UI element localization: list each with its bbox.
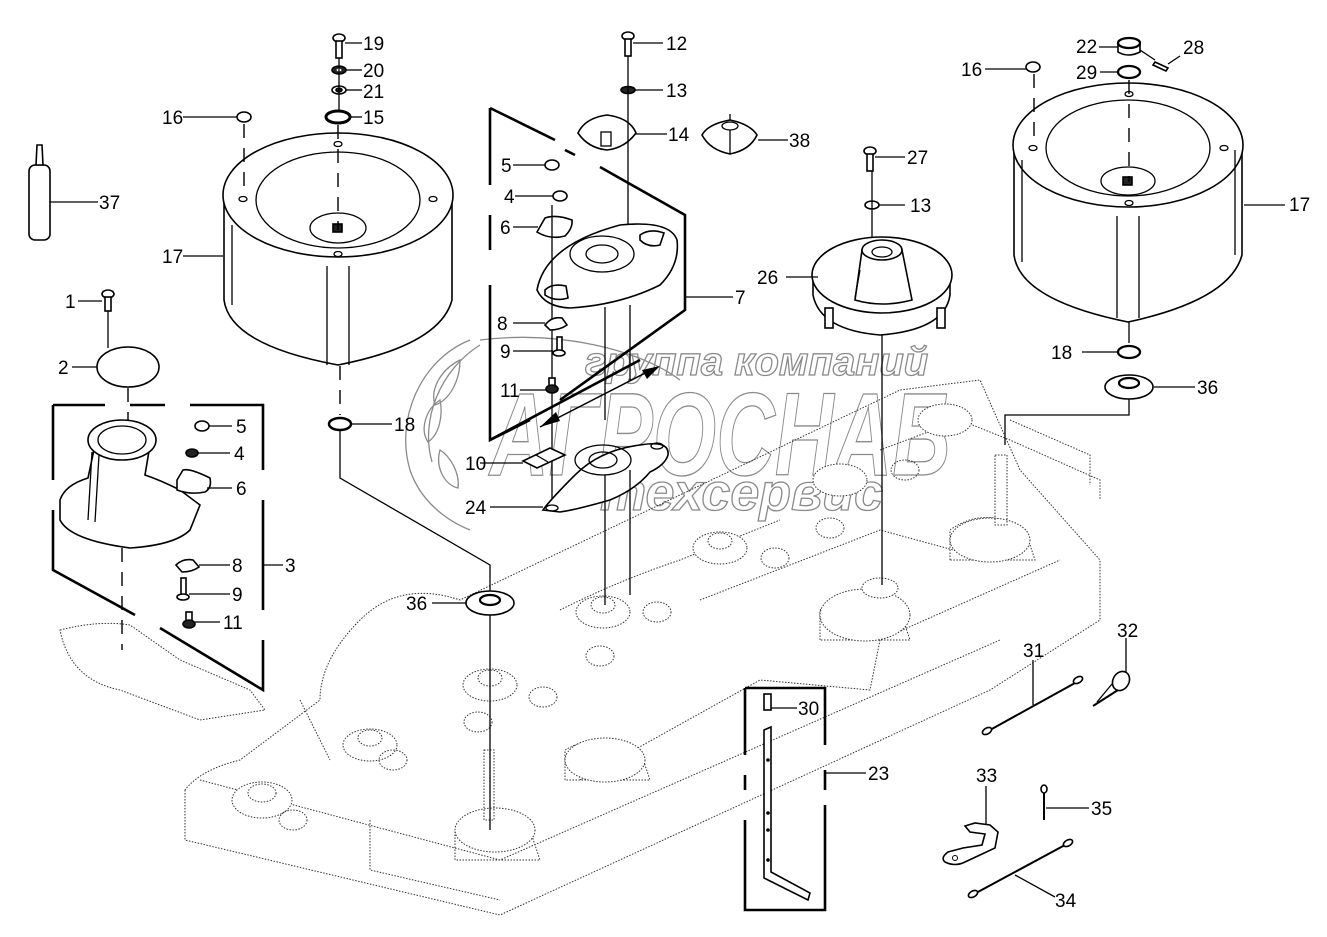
callout-38: 38 bbox=[789, 131, 810, 152]
callout-33: 33 bbox=[976, 766, 997, 787]
callout-20: 20 bbox=[363, 61, 384, 82]
part-27-bolt[interactable] bbox=[863, 146, 877, 172]
callout-4-center: 4 bbox=[504, 187, 515, 208]
part-33-bracket[interactable] bbox=[942, 822, 999, 866]
callout-34: 34 bbox=[1055, 891, 1077, 912]
callout-4-left: 4 bbox=[234, 444, 245, 465]
part-29-ring[interactable] bbox=[1116, 64, 1142, 80]
callout-27: 27 bbox=[907, 148, 928, 169]
part-17-drum-left[interactable] bbox=[222, 132, 454, 366]
callout-37: 37 bbox=[99, 193, 120, 214]
cutter-bar-frame bbox=[59, 379, 1101, 916]
callout-8-center: 8 bbox=[497, 314, 508, 335]
part-37-sealant-tube[interactable] bbox=[28, 144, 98, 241]
callout-3: 3 bbox=[285, 556, 296, 577]
part-30-block[interactable] bbox=[763, 693, 772, 711]
callout-9-left: 9 bbox=[232, 585, 243, 606]
part-18-ring-right[interactable] bbox=[1116, 344, 1142, 360]
part-28-screw[interactable] bbox=[1151, 60, 1170, 73]
part-19-bolt[interactable] bbox=[332, 33, 346, 59]
callout-36-center: 36 bbox=[406, 594, 427, 615]
callout-17-right: 17 bbox=[1289, 195, 1310, 216]
callout-28: 28 bbox=[1183, 38, 1204, 59]
part-8-plate-left[interactable] bbox=[174, 558, 201, 573]
callout-6-left: 6 bbox=[236, 479, 247, 500]
rotation-arrow-icon bbox=[489, 358, 660, 442]
callout-19: 19 bbox=[363, 34, 384, 55]
part-26-cone-hub[interactable] bbox=[811, 236, 953, 336]
watermark-line1: группа компаний bbox=[585, 340, 928, 384]
callout-6-center: 6 bbox=[500, 218, 511, 239]
part-38-cap[interactable] bbox=[701, 114, 758, 155]
callout-13-right: 13 bbox=[910, 196, 931, 217]
callout-31: 31 bbox=[1023, 641, 1044, 662]
part-12-bolt[interactable] bbox=[621, 31, 635, 57]
part-22-bushing[interactable] bbox=[1116, 36, 1142, 56]
part-6-knife-holder-center[interactable] bbox=[535, 215, 573, 239]
part-16-plug-right[interactable] bbox=[1025, 61, 1041, 73]
callout-32: 32 bbox=[1117, 621, 1138, 642]
callout-15: 15 bbox=[363, 108, 384, 129]
callout-14: 14 bbox=[668, 125, 690, 146]
part-16-plug-left[interactable] bbox=[236, 111, 252, 123]
callout-12: 12 bbox=[666, 34, 687, 55]
callout-16-left: 16 bbox=[162, 108, 183, 129]
part-15-washer[interactable] bbox=[324, 109, 352, 125]
part-2-cover-plate[interactable] bbox=[96, 346, 160, 388]
part-hub-housing[interactable] bbox=[59, 419, 201, 549]
part-11-bolt-center[interactable] bbox=[545, 377, 559, 394]
part-9-bolt-center[interactable] bbox=[552, 336, 566, 357]
watermark: группа компаний АГРОСНАБ техсервис bbox=[405, 336, 951, 531]
callout-16-right: 16 bbox=[961, 60, 982, 81]
part-5-nut-left[interactable] bbox=[194, 420, 210, 432]
callout-30: 30 bbox=[798, 699, 819, 720]
callout-7: 7 bbox=[735, 288, 746, 309]
part-8-plate-center[interactable] bbox=[543, 316, 569, 331]
callout-36-right: 36 bbox=[1197, 378, 1218, 399]
callout-11-center: 11 bbox=[500, 381, 520, 402]
part-14-cap[interactable] bbox=[577, 114, 637, 151]
callout-29: 29 bbox=[1076, 63, 1097, 84]
part-23-skid-kit-frame bbox=[743, 686, 827, 912]
part-7-cutting-disc[interactable] bbox=[536, 223, 679, 420]
callout-5-left: 5 bbox=[236, 417, 247, 438]
callout-24: 24 bbox=[465, 498, 487, 519]
part-17-drum-right[interactable] bbox=[1012, 82, 1244, 323]
callout-18-right: 18 bbox=[1051, 343, 1072, 364]
callout-26: 26 bbox=[757, 268, 778, 289]
part-4-nut-center[interactable] bbox=[552, 190, 568, 202]
part-11-bolt-left[interactable] bbox=[182, 611, 196, 629]
part-4-nut-left[interactable] bbox=[185, 448, 199, 458]
part-10-plate[interactable] bbox=[521, 447, 567, 469]
part-5-nut-center[interactable] bbox=[544, 159, 560, 171]
part-1-screw[interactable] bbox=[101, 289, 115, 312]
part-skid-bar[interactable] bbox=[763, 725, 811, 902]
part-36-washer-center[interactable] bbox=[465, 590, 515, 616]
part-9-bolt-left[interactable] bbox=[176, 577, 190, 601]
callout-18-left: 18 bbox=[394, 415, 415, 436]
part-34-cable[interactable] bbox=[967, 838, 1074, 899]
part-36-washer-right[interactable] bbox=[1104, 374, 1154, 400]
part-6-knife-holder-left[interactable] bbox=[176, 468, 212, 494]
callout-2: 2 bbox=[58, 358, 69, 379]
callout-13-center: 13 bbox=[666, 81, 687, 102]
callout-10: 10 bbox=[465, 454, 486, 475]
callout-5-center: 5 bbox=[501, 156, 512, 177]
callout-17-left: 17 bbox=[162, 247, 183, 268]
part-35-pin[interactable] bbox=[1040, 784, 1048, 820]
callout-21: 21 bbox=[363, 82, 384, 103]
callout-35: 35 bbox=[1091, 799, 1112, 820]
part-32-spring-clip[interactable] bbox=[1092, 668, 1133, 707]
part-31-cable[interactable] bbox=[981, 675, 1084, 736]
watermark-laurel-icon bbox=[405, 336, 681, 531]
watermark-line2: АГРОСНАБ bbox=[488, 369, 950, 501]
callout-8-left: 8 bbox=[232, 556, 243, 577]
callout-11-left: 11 bbox=[223, 613, 243, 634]
callout-1: 1 bbox=[65, 292, 76, 313]
callout-23: 23 bbox=[868, 764, 889, 785]
callout-22: 22 bbox=[1076, 37, 1097, 58]
part-18-ring-left[interactable] bbox=[327, 416, 353, 432]
callout-9-center: 9 bbox=[500, 342, 511, 363]
